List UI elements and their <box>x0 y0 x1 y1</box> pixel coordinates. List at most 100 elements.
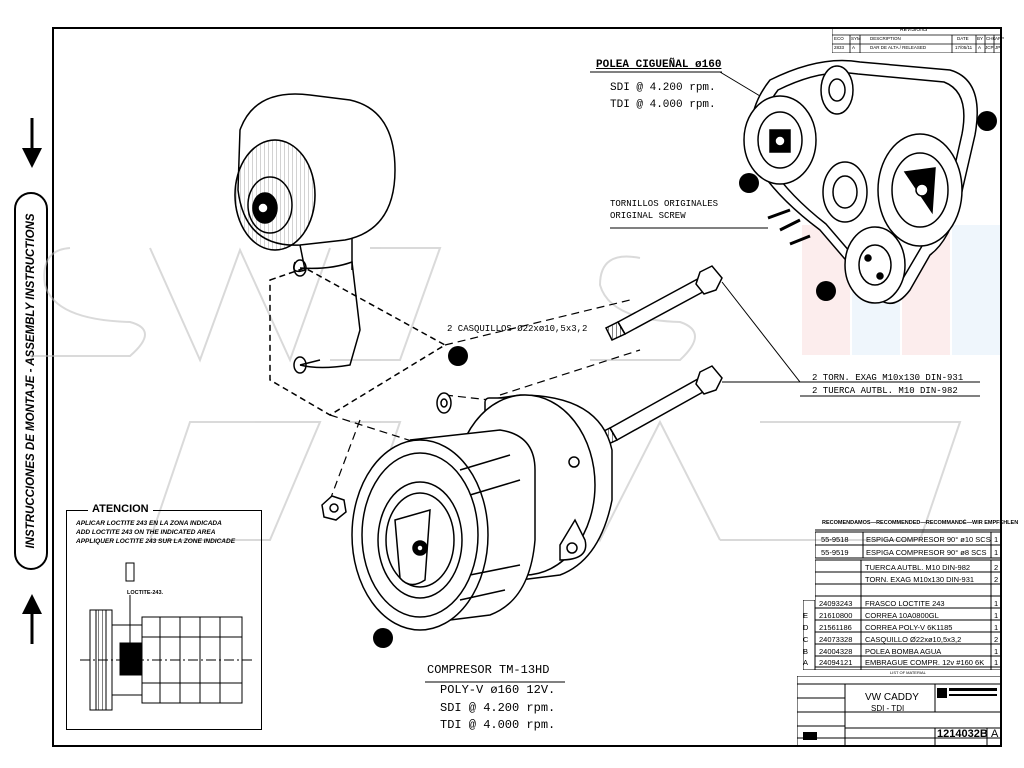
bom-sym: C <box>803 635 809 644</box>
attention-line-es: APLICAR LOCTITE 243 EN LA ZONA INDICADA <box>76 520 222 527</box>
drawing-frame <box>52 27 1002 747</box>
compressor-body <box>351 394 613 631</box>
bom-footer: LIST OF MATERIAL <box>890 670 926 675</box>
bom-desc: CORREA POLY-V 6K1185 <box>865 623 953 632</box>
bom-row: TUERCA AUTBL. M10 DIN-982 2 <box>815 562 1002 574</box>
belt-drive-diagram <box>743 59 978 305</box>
bom-desc: CASQUILLO Ø22xø10,5x3,2 <box>865 635 962 644</box>
bom-row: B 24004328 POLEA BOMBA AGUA 1 <box>803 646 1002 658</box>
recommended-row: 55-9518 ESPIGA COMPRESOR 90° ø10 SCS 1 <box>815 534 1002 546</box>
drawing-number: 1214032B <box>937 728 988 740</box>
revision-title: REVISIONS <box>900 27 928 33</box>
revision-header-desc: DESCRIPTION <box>870 36 901 41</box>
bom-code: 24073328 <box>819 635 853 644</box>
revision-app: JP <box>995 45 1001 50</box>
bom-code: 24094121 <box>819 658 853 667</box>
revision-sym: A <box>852 45 856 50</box>
revision-desc: DAR DE ALTA / RELEASED <box>870 45 927 50</box>
title-block <box>797 676 1002 747</box>
top-pulley-title: POLEA CIGUEÑAL ø160 <box>596 59 722 71</box>
bom-row: 24093243 FRASCO LOCTITE 243 1 <box>815 598 1002 610</box>
revision-eco: 2833 <box>834 45 845 50</box>
bolts-label: 2 TORN. EXAG M10x130 DIN-931 <box>812 373 964 383</box>
bom-table-grid <box>815 529 1002 670</box>
assembly-instructions-label: INSTRUCCIONES DE MONTAJE - ASSEMBLY INST… <box>14 192 48 570</box>
vehicle-model: VW CADDY <box>865 692 919 703</box>
bom-qty: 1 <box>994 658 999 667</box>
compressor-sdi: SDI @ 4.200 rpm. <box>440 701 556 715</box>
attention-line-fr: APPLIQUER LOCTITE 243 SUR LA ZONE INDICA… <box>76 538 236 545</box>
clutch-pulley-detail <box>234 93 447 416</box>
bom-code: 21561186 <box>819 623 852 632</box>
bom-qty: 1 <box>994 611 999 620</box>
compressor-spec: POLY-V ø160 12V. <box>440 683 556 697</box>
bom-qty: 2 <box>994 575 999 584</box>
bom-desc: TUERCA AUTBL. M10 DIN-982 <box>865 563 971 572</box>
bom-row: TORN. EXAG M10x130 DIN-931 2 <box>815 574 1002 586</box>
attention-box <box>66 510 262 730</box>
attention-title: ATENCION <box>88 504 153 515</box>
recommended-qty: 1 <box>994 548 999 557</box>
recommended-qty: 1 <box>994 535 999 544</box>
recommended-desc: ESPIGA COMPRESOR 90° ø8 SCS <box>866 548 987 557</box>
bom-qty: 1 <box>994 623 999 632</box>
bom-code: 21610800 <box>819 611 853 620</box>
bom-code: 24004328 <box>819 647 853 656</box>
screws-label-en: ORIGINAL SCREW <box>610 211 686 221</box>
top-pulley-sdi: SDI @ 4.200 rpm. <box>610 82 716 94</box>
bolts <box>596 265 723 447</box>
recommended-code: 55-9518 <box>821 535 849 544</box>
bom-qty: 1 <box>994 599 999 608</box>
revision-header-app: APP <box>995 36 1005 41</box>
bushing-part <box>436 392 452 414</box>
bom-desc: POLEA BOMBA AGUA <box>865 647 942 656</box>
leader-lines <box>425 71 980 683</box>
bom-code: 24093243 <box>819 599 853 608</box>
compressor-title: COMPRESOR TM-13HD <box>427 663 550 677</box>
drawing-revision: A <box>991 728 999 740</box>
callout-markers <box>373 111 997 648</box>
recommended-row: 55-9519 ESPIGA COMPRESOR 90° ø8 SCS 1 <box>815 547 1002 559</box>
bushings-label: 2 CASQUILLOS Ø22xø10,5x3,2 <box>447 324 588 334</box>
bom-desc: EMBRAGUE COMPR. 12v #160 6K <box>865 658 985 667</box>
revision-date: 17/05/11 <box>955 45 973 50</box>
revision-chk: JCP <box>985 45 994 50</box>
screws-label-es: TORNILLOS ORIGINALES <box>610 199 719 209</box>
recommended-code: 55-9519 <box>821 548 849 557</box>
compressor-tdi: TDI @ 4.000 rpm. <box>440 718 556 732</box>
bom-sym: A <box>803 658 809 667</box>
bom-sym: B <box>803 647 809 656</box>
nut-part <box>321 495 347 521</box>
bom-row: A 24094121 EMBRAGUE COMPR. 12v #160 6K 1 <box>803 657 1002 669</box>
nuts-label: 2 TUERCA AUTBL. M10 DIN-982 <box>812 386 958 396</box>
bom-sym: D <box>803 623 809 632</box>
bom-qty: 1 <box>994 647 999 656</box>
bom-qty: 2 <box>994 635 999 644</box>
arrow-down-icon <box>22 118 42 168</box>
revision-block <box>832 27 1002 53</box>
bom-desc: TORN. EXAG M10x130 DIN-931 <box>865 575 975 584</box>
revision-header-sym: SYM <box>851 36 861 41</box>
bom-sym: E <box>803 611 809 620</box>
bom-row: D 21561186 CORREA POLY-V 6K1185 1 <box>803 622 1002 634</box>
revision-header-eco: ECO <box>834 36 844 41</box>
bom-sym-column <box>803 600 815 670</box>
revision-by: A <box>978 45 982 50</box>
recommended-title: RECOMENDAMOS—RECOMMENDED—RECOMMANDÉ—WIR … <box>822 520 1019 526</box>
revision-header-by: BY <box>977 36 984 41</box>
attention-line-en: ADD LOCTITE 243 ON THE INDICATED AREA <box>76 529 216 536</box>
recommended-desc: ESPIGA COMPRESOR 90° ø10 SCS <box>866 535 991 544</box>
bom-row: C 24073328 CASQUILLO Ø22xø10,5x3,2 2 <box>803 634 1002 646</box>
bom-desc: FRASCO LOCTITE 243 <box>865 599 945 608</box>
engine-type: SDI - TDI <box>871 704 905 713</box>
loctite-callout: LOCTITE-243. <box>127 590 164 596</box>
top-pulley-tdi: TDI @ 4.000 rpm. <box>610 99 716 111</box>
revision-header-chk: CHK <box>986 36 996 41</box>
bom-qty: 2 <box>994 563 999 572</box>
loctite-detail-drawing <box>80 562 252 711</box>
revision-header-date: DATE <box>957 36 969 41</box>
bom-desc: CORREA 10A0800GL <box>865 611 939 620</box>
bom-row: E 21610800 CORREA 10A0800GL 1 <box>803 610 1002 622</box>
